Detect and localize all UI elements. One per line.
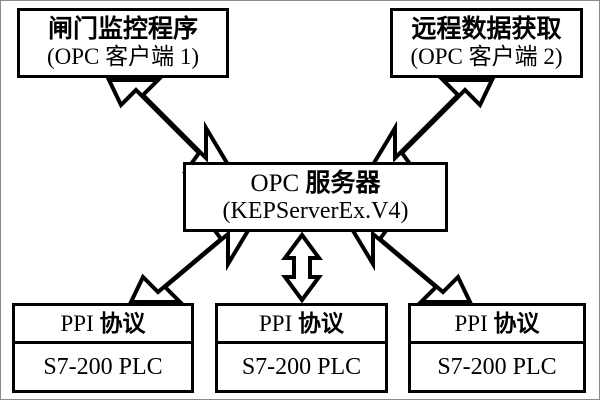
connector-server-client-2: [367, 78, 496, 174]
plc-3-model-label: S7-200 PLC: [437, 353, 557, 380]
plc-1-box[interactable]: PPI 协议 S7-200 PLC: [12, 303, 194, 393]
connector-server-plc-3: [345, 218, 474, 304]
opc-client-2-title: 远程数据获取: [411, 16, 562, 44]
plc-1-model-label: S7-200 PLC: [43, 353, 163, 380]
opc-client-2-subtitle: (OPC 客户端 2): [410, 44, 563, 70]
plc-3-model-row: S7-200 PLC: [411, 344, 583, 390]
opc-server-title-cjk: 服务器: [305, 169, 381, 197]
plc-3-protocol-label: PPI 协议: [455, 311, 540, 337]
connector-server-client-1: [105, 78, 234, 174]
plc-1-protocol-prefix: PPI: [60, 310, 100, 336]
plc-3-protocol-cjk: 协议: [493, 310, 540, 336]
plc-1-protocol-cjk: 协议: [99, 310, 146, 336]
plc-1-protocol-label: PPI 协议: [61, 311, 146, 337]
opc-server-title-prefix: OPC: [250, 169, 306, 197]
connector-server-plc-1: [127, 218, 256, 304]
plc-2-protocol-row: PPI 协议: [218, 306, 385, 344]
opc-client-1-title: 闸门监控程序: [47, 16, 198, 44]
plc-2-protocol-cjk: 协议: [298, 310, 344, 336]
opc-server-title: OPC 服务器: [186, 170, 445, 198]
plc-2-protocol-prefix: PPI: [259, 310, 298, 336]
opc-server-box[interactable]: OPC 服务器 (KEPServerEx.V4): [183, 162, 448, 232]
plc-3-protocol-row: PPI 协议: [411, 306, 583, 344]
plc-2-box[interactable]: PPI 协议 S7-200 PLC: [215, 303, 388, 393]
opc-client-2-box[interactable]: 远程数据获取 (OPC 客户端 2): [390, 8, 583, 78]
opc-server-subtitle: (KEPServerEx.V4): [222, 197, 409, 224]
plc-2-protocol-label: PPI 协议: [259, 311, 344, 337]
plc-2-model-row: S7-200 PLC: [218, 344, 385, 390]
opc-client-1-box[interactable]: 闸门监控程序 (OPC 客户端 1): [17, 8, 229, 78]
plc-3-protocol-prefix: PPI: [454, 310, 494, 336]
plc-2-model-label: S7-200 PLC: [241, 353, 362, 380]
connector-server-plc-2: [281, 231, 323, 304]
plc-1-protocol-row: PPI 协议: [15, 306, 191, 344]
plc-3-box[interactable]: PPI 协议 S7-200 PLC: [408, 303, 586, 393]
opc-client-1-subtitle: (OPC 客户端 1): [46, 44, 200, 70]
plc-1-model-row: S7-200 PLC: [15, 344, 191, 390]
